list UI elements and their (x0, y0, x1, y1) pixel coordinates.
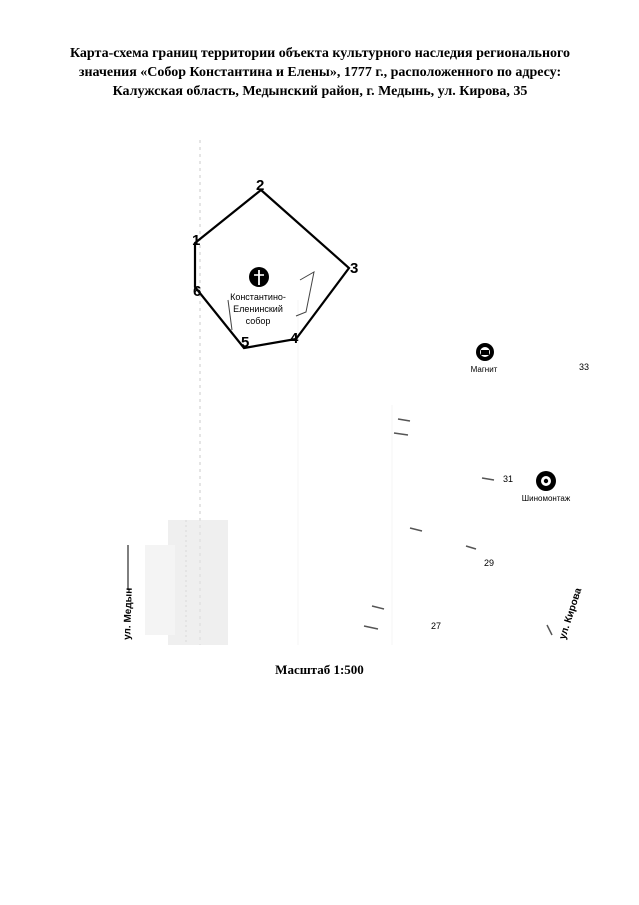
boundary-point-3: 3 (350, 260, 358, 277)
house-number-31: 31 (503, 474, 513, 484)
boundary-point-1: 1 (192, 232, 200, 249)
magnit-label: Магнит (471, 365, 498, 374)
cathedral-footprint (227, 271, 315, 331)
map-title: Карта-схема границ территории объекта ку… (40, 44, 600, 101)
scale-label: Масштаб 1:500 (275, 662, 364, 677)
boundary-point-6: 6 (193, 283, 201, 300)
cross-icon (249, 267, 269, 287)
boundary-point-5: 5 (241, 334, 249, 351)
service-icon (536, 471, 556, 491)
shop-icon (476, 343, 494, 361)
tire-service-label: Шиномонтаж (522, 494, 571, 503)
street-marks (127, 418, 553, 636)
cathedral-label-line-1: Константино- (230, 292, 286, 302)
title-line-3: Калужская область, Медынский район, г. М… (112, 84, 528, 99)
house-number-33: 33 (579, 362, 589, 372)
map-background (145, 140, 393, 645)
cathedral-label-line-3: собор (246, 316, 271, 326)
cathedral-label-line-2: Еленинский (233, 304, 283, 314)
boundary-point-4: 4 (290, 330, 299, 347)
boundary-point-2: 2 (256, 177, 264, 194)
boundary-polygon (193, 188, 351, 350)
house-number-27: 27 (431, 621, 441, 631)
street-label-left: ул. Медын (122, 588, 135, 641)
street-label-kirova: ул. Кирова (557, 586, 584, 641)
house-number-29: 29 (484, 558, 494, 568)
title-line-1: Карта-схема границ территории объекта ку… (69, 46, 571, 61)
title-line-2: значения «Собор Константина и Елены», 17… (78, 65, 562, 80)
